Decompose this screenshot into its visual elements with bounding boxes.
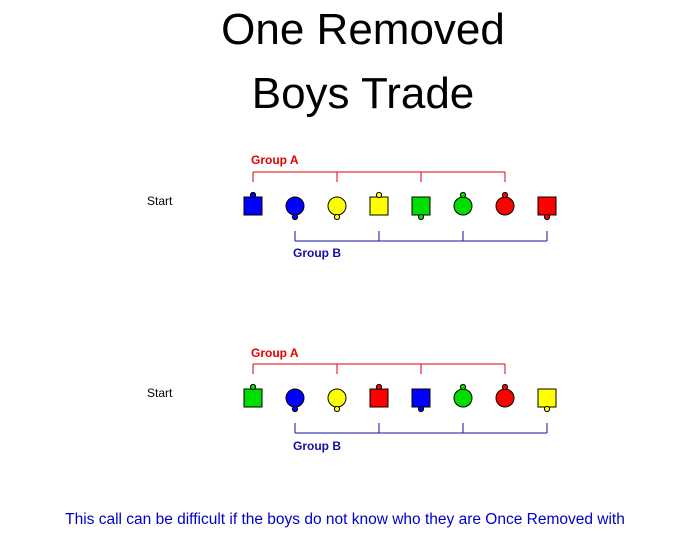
nose-marker [375, 191, 383, 199]
group-a-label-2: Group A [251, 346, 299, 360]
title-line-1: One Removed [221, 5, 505, 54]
boy-dancer-yellow [537, 388, 557, 408]
boy-dancer-green [411, 196, 431, 216]
nose-marker [249, 191, 257, 199]
nose-marker [333, 405, 341, 413]
girl-dancer-red [495, 196, 515, 216]
boy-dancer-blue [411, 388, 431, 408]
nose-marker [501, 191, 509, 199]
girl-dancer-green [453, 388, 473, 408]
boy-dancer-blue [243, 196, 263, 216]
nose-marker [543, 405, 551, 413]
start-label-2: Start [147, 386, 173, 400]
girl-dancer-blue [285, 196, 305, 216]
nose-marker [249, 383, 257, 391]
nose-marker [459, 191, 467, 199]
boy-dancer-yellow [369, 196, 389, 216]
boy-dancer-red [369, 388, 389, 408]
footer-note: This call can be difficult if the boys d… [65, 511, 625, 528]
group-a-label-1: Group A [251, 153, 299, 167]
girl-dancer-yellow [327, 388, 347, 408]
group-b-label-1: Group B [293, 246, 341, 260]
girl-dancer-yellow [327, 196, 347, 216]
group-b-label-2: Group B [293, 439, 341, 453]
boy-dancer-green [243, 388, 263, 408]
boy-dancer-red [537, 196, 557, 216]
nose-marker [543, 213, 551, 221]
start-label-1: Start [147, 194, 173, 208]
nose-marker [417, 213, 425, 221]
title-line-2: Boys Trade [251, 69, 475, 118]
girl-dancer-green [453, 196, 473, 216]
nose-marker [459, 383, 467, 391]
girl-dancer-red [495, 388, 515, 408]
nose-marker [333, 213, 341, 221]
nose-marker [291, 213, 299, 221]
nose-marker [291, 405, 299, 413]
nose-marker [375, 383, 383, 391]
nose-marker [501, 383, 509, 391]
nose-marker [417, 405, 425, 413]
girl-dancer-blue [285, 388, 305, 408]
